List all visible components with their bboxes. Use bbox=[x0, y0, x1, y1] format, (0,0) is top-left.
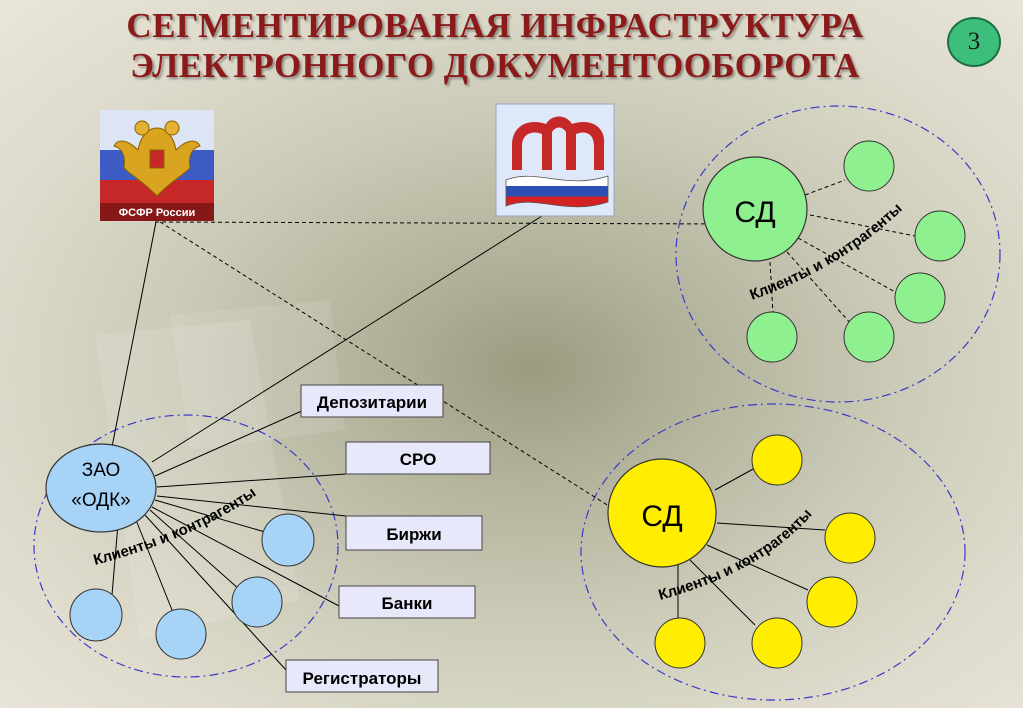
odk-link-banks bbox=[151, 506, 340, 607]
sd-green-client-node bbox=[746, 311, 798, 363]
odk-link-registrars bbox=[144, 514, 287, 671]
sd-yellow-client-link bbox=[689, 559, 756, 626]
sd-yellow-client-node bbox=[654, 617, 706, 669]
odk-client-link bbox=[135, 519, 175, 616]
participant-box-depositaries: Депозитарии bbox=[300, 384, 444, 418]
pfr-to-odk-link bbox=[151, 215, 543, 463]
decorative-pane bbox=[170, 300, 345, 450]
participant-box-bg bbox=[345, 441, 491, 475]
odk-client-node bbox=[155, 608, 207, 660]
page-title: СЕГМЕНТИРОВАНАЯ ИНФРАСТРУКТУРА ЭЛЕКТРОНН… bbox=[0, 6, 990, 86]
fsfr-logo: ФСФР России bbox=[100, 110, 214, 221]
sd-yellow-client-node bbox=[806, 576, 858, 628]
sd-yellow-client-link bbox=[714, 467, 756, 491]
odk-link-depositaries bbox=[154, 409, 305, 477]
odk-client-node bbox=[261, 513, 315, 567]
participant-box-registrars: Регистраторы bbox=[285, 659, 439, 693]
sd-yellow-client-node bbox=[751, 434, 803, 486]
participant-box-bg bbox=[285, 659, 439, 693]
odk-client-node bbox=[69, 588, 123, 642]
odk-label-line-1: ЗАО bbox=[82, 460, 121, 481]
sd-yellow-client-link bbox=[716, 522, 826, 531]
participant-box-bg bbox=[338, 585, 476, 619]
odk-link-exchanges bbox=[156, 495, 347, 517]
participant-label: СРО bbox=[400, 450, 437, 469]
participant-box-bg bbox=[300, 384, 444, 418]
sd-green-client-node bbox=[914, 210, 966, 262]
pfr-pension-fund-emblem-icon bbox=[505, 116, 609, 208]
participant-label: Биржи bbox=[386, 525, 441, 544]
participant-box-banks: Банки bbox=[338, 585, 476, 619]
decorative-pane bbox=[95, 320, 300, 640]
sd-yellow-label: СД bbox=[641, 500, 682, 533]
double-headed-eagle-emblem-icon bbox=[113, 120, 201, 197]
sd-green-client-link bbox=[804, 179, 846, 196]
sd-green-client-link bbox=[786, 251, 853, 326]
participant-box-sro: СРО bbox=[345, 441, 491, 475]
page-number-badge: 3 bbox=[947, 17, 1001, 67]
sd-green-label: СД bbox=[734, 196, 775, 229]
odk-cluster-boundary bbox=[33, 414, 339, 678]
odk-node bbox=[45, 443, 157, 533]
odk-link-sro bbox=[156, 473, 347, 488]
fsfr-to-odk-link bbox=[111, 221, 157, 448]
sd-green-client-node bbox=[843, 140, 895, 192]
sd-yellow-cluster-boundary bbox=[580, 403, 966, 701]
title-line-2: ЭЛЕКТРОННОГО ДОКУМЕНТООБОРОТА bbox=[130, 46, 860, 85]
odk-label-line-2: «ОДК» bbox=[71, 490, 130, 511]
sd-green-client-link bbox=[797, 237, 898, 294]
title-line-1: СЕГМЕНТИРОВАНАЯ ИНФРАСТРУКТУРА bbox=[126, 6, 864, 45]
participant-box-exchanges: Биржи bbox=[345, 515, 483, 551]
pfr-logo bbox=[495, 103, 615, 217]
sd-green-cluster-boundary bbox=[675, 105, 1001, 403]
sd-yellow-client-link bbox=[706, 544, 809, 591]
odk-client-node bbox=[231, 576, 283, 628]
participant-label: Депозитарии bbox=[317, 393, 427, 412]
sd-green-client-node bbox=[843, 311, 895, 363]
fsfr-to-sd-yellow-dashed-link bbox=[159, 221, 613, 509]
sd-green-node bbox=[702, 156, 808, 262]
sd-green-client-node bbox=[894, 272, 946, 324]
sd-green-client-link bbox=[769, 261, 774, 314]
odk-client-link bbox=[154, 499, 266, 533]
odk-client-link bbox=[149, 509, 241, 591]
sd-yellow-client-node bbox=[824, 512, 876, 564]
participant-box-bg bbox=[345, 515, 483, 551]
participant-label: Банки bbox=[382, 594, 433, 613]
fsfr-to-sd-green-dashed-link bbox=[154, 221, 728, 225]
fsfr-caption-bar bbox=[100, 203, 214, 221]
participant-label: Регистраторы bbox=[303, 669, 422, 688]
sd-yellow-node bbox=[607, 458, 717, 568]
sd-yellow-client-node bbox=[751, 617, 803, 669]
odk-client-link bbox=[111, 523, 119, 596]
fsfr-caption: ФСФР России bbox=[119, 207, 196, 219]
sd-green-client-link bbox=[809, 214, 916, 237]
